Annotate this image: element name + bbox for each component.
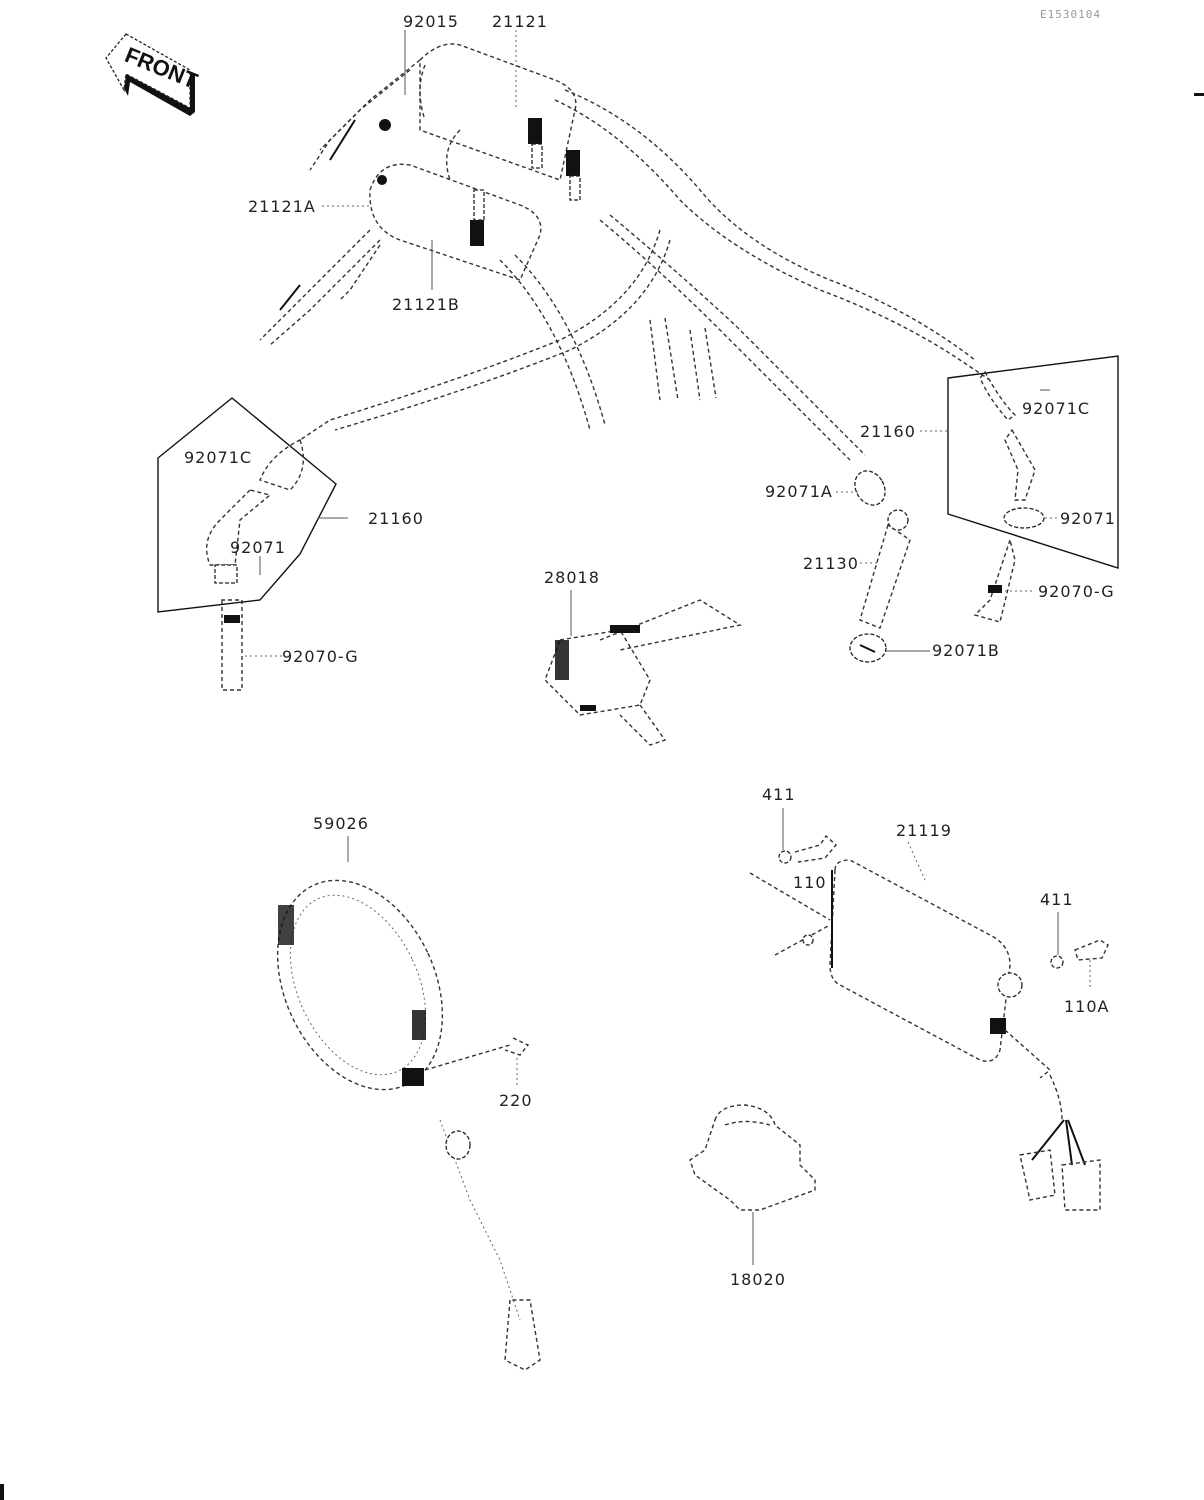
part-label-92070G-right[interactable]: 92070-G bbox=[1038, 582, 1115, 601]
part-label-411-a[interactable]: 411 bbox=[762, 785, 796, 804]
part-label-21160-right[interactable]: 21160 bbox=[860, 422, 916, 441]
pickup-coil-59026 bbox=[276, 879, 541, 1371]
page-corner-mark bbox=[0, 1484, 4, 1500]
part-label-21121A[interactable]: 21121A bbox=[248, 197, 316, 216]
right-plug-cap-group bbox=[947, 355, 1119, 623]
part-label-18020[interactable]: 18020 bbox=[730, 1270, 786, 1289]
plug-cap-21130 bbox=[849, 470, 911, 663]
part-label-220[interactable]: 220 bbox=[499, 1091, 533, 1110]
part-label-110[interactable]: 110 bbox=[793, 873, 827, 892]
igniter-unit-21119 bbox=[749, 859, 1101, 1211]
part-label-21121[interactable]: 21121 bbox=[492, 12, 548, 31]
part-label-92015[interactable]: 92015 bbox=[403, 12, 459, 31]
part-label-92071A[interactable]: 92071A bbox=[765, 482, 833, 501]
cover-18020 bbox=[689, 1104, 816, 1211]
part-label-21121B[interactable]: 21121B bbox=[392, 295, 460, 314]
part-label-92071-left[interactable]: 92071 bbox=[230, 538, 286, 557]
part-label-21130[interactable]: 21130 bbox=[803, 554, 859, 573]
leader-21119 bbox=[907, 841, 926, 881]
fasteners bbox=[778, 834, 1109, 969]
part-label-59026[interactable]: 59026 bbox=[313, 814, 369, 833]
module-28018 bbox=[544, 599, 742, 746]
ignition-coil-assembly bbox=[259, 43, 991, 461]
part-label-92071-right[interactable]: 92071 bbox=[1060, 509, 1116, 528]
front-direction-arrow: FRONT bbox=[105, 33, 202, 116]
part-label-92071B[interactable]: 92071B bbox=[932, 641, 1000, 660]
part-label-28018[interactable]: 28018 bbox=[544, 568, 600, 587]
part-label-411-b[interactable]: 411 bbox=[1040, 890, 1074, 909]
page-edge-mark bbox=[1194, 93, 1204, 96]
part-label-21119[interactable]: 21119 bbox=[896, 821, 952, 840]
part-label-110A[interactable]: 110A bbox=[1064, 997, 1109, 1016]
left-plug-cap-group bbox=[157, 397, 337, 691]
drawing-code: E1530104 bbox=[1040, 8, 1101, 21]
part-label-92070G-left[interactable]: 92070-G bbox=[282, 647, 359, 666]
part-label-92071C-right[interactable]: 92071C bbox=[1022, 399, 1090, 418]
part-label-92071C-left[interactable]: 92071C bbox=[184, 448, 252, 467]
part-label-21160-left[interactable]: 21160 bbox=[368, 509, 424, 528]
